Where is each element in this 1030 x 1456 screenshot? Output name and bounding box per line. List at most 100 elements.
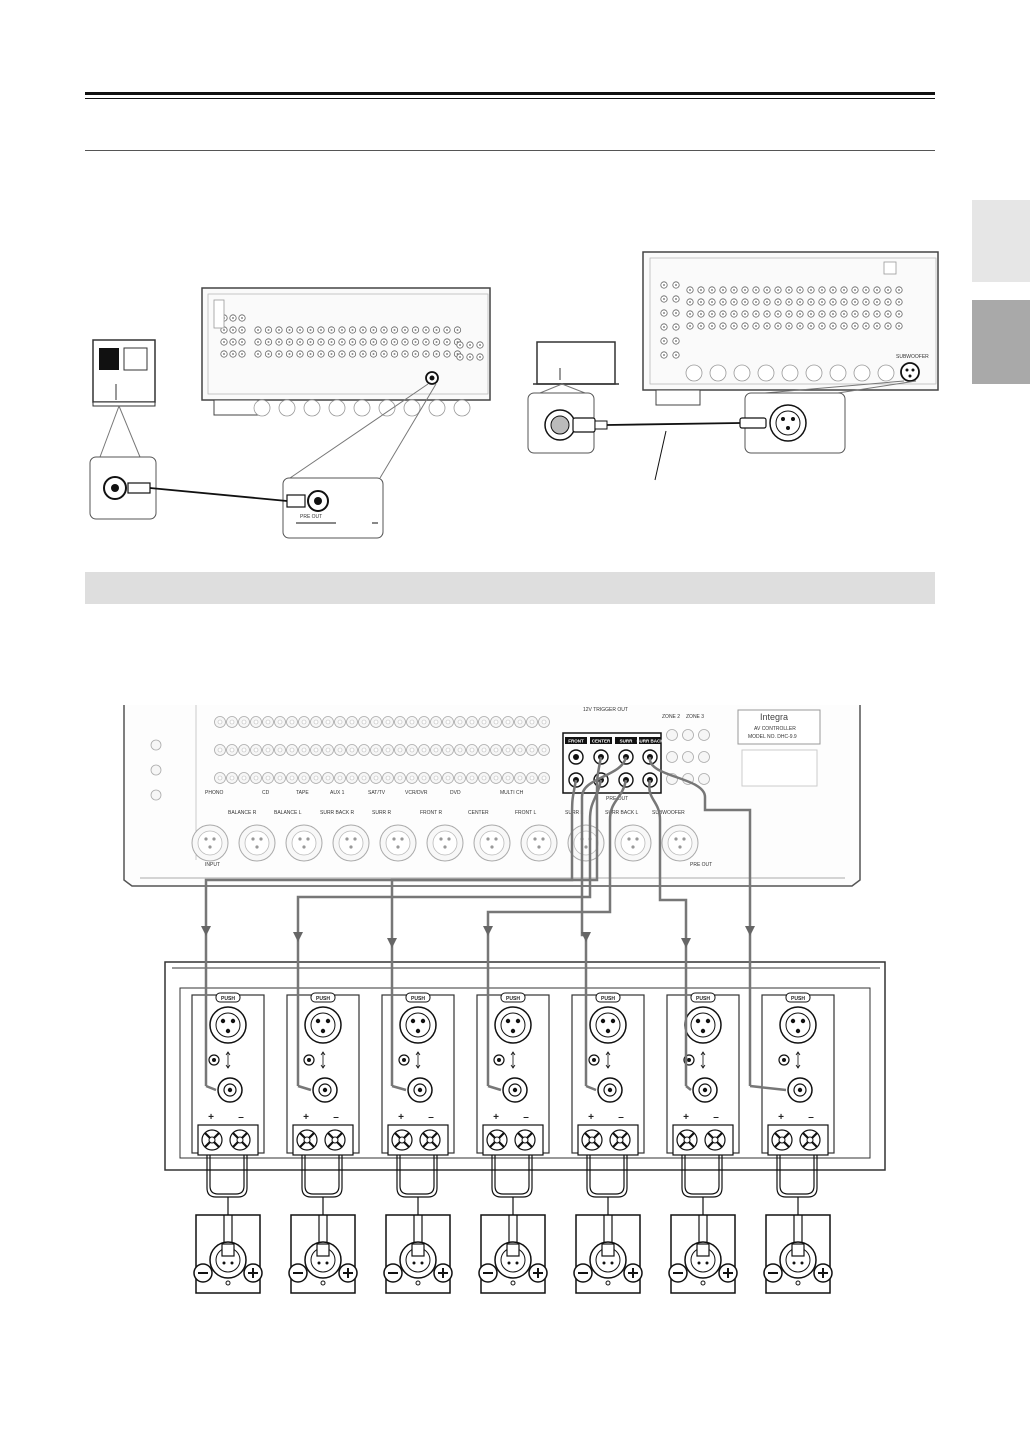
pre-out-header <box>590 737 612 744</box>
diagram-left-receiver: PRE OUT <box>89 287 491 539</box>
heading-underline <box>85 150 935 151</box>
right-subwoofer-label: SUBWOOFER <box>896 354 929 360</box>
panel-rca-jack <box>698 773 710 785</box>
model-line-1: AV CONTROLLER <box>754 726 796 732</box>
input-label-multich: MULTI CH <box>500 790 524 796</box>
zone2-label: ZONE 2 <box>662 714 680 720</box>
input-label-phono: PHONO <box>205 790 223 796</box>
cable-arrow <box>681 938 691 948</box>
push-label: PUSH <box>506 996 520 1002</box>
pre-out-column-label: CENTER <box>592 739 611 744</box>
input-label-vcrdvr: VCR/DVR <box>405 790 428 796</box>
plus-sign: + <box>493 1112 499 1123</box>
preout-section-label: PRE OUT <box>690 862 712 868</box>
receiver-xlr-jack <box>428 399 446 417</box>
push-button <box>595 992 621 1003</box>
amp-channel-6: PUSH+– <box>666 992 740 1198</box>
controller-xlr-jack <box>877 364 895 382</box>
plus-sign: + <box>683 1112 689 1123</box>
panel-jack <box>150 764 162 776</box>
minus-sign: – <box>428 1112 434 1123</box>
diagram-right-controller: SUBWOOFER <box>527 251 939 481</box>
amp-channel-1: PUSH+– <box>191 992 265 1198</box>
cable-arrow <box>201 926 211 936</box>
input-label-aux1: AUX 1 <box>330 790 345 796</box>
panel-rca-jack <box>666 751 678 763</box>
panel-rca-jack <box>698 751 710 763</box>
header-rule-thick <box>85 92 935 95</box>
amp-channel-5: PUSH+– <box>571 992 645 1198</box>
panel-rca-jack <box>698 729 710 741</box>
pre-out-header <box>615 737 637 744</box>
plus-sign: + <box>208 1112 214 1123</box>
panel-rca-jack <box>666 729 678 741</box>
cable-routing <box>201 756 787 1092</box>
receiver-xlr-jack <box>453 399 471 417</box>
section-heading-bar <box>85 572 935 604</box>
push-button <box>690 992 716 1003</box>
input-label-sattv: SAT/TV <box>368 790 386 796</box>
cable-5 <box>580 756 628 1086</box>
controller-xlr-jack <box>733 364 751 382</box>
cable-arrow <box>293 932 303 942</box>
receiver-xlr-jack <box>403 399 421 417</box>
power-amplifier: PUSH+–PUSH+–PUSH+–PUSH+–PUSH+–PUSH+–PUSH… <box>164 961 886 1198</box>
out-label-6: SURR BACK L <box>605 810 639 816</box>
controller-xlr-jack <box>781 364 799 382</box>
cable-3 <box>390 756 603 1086</box>
pre-out-column-label: SURR BACK <box>637 739 665 744</box>
push-label: PUSH <box>316 996 330 1002</box>
push-label: PUSH <box>696 996 710 1002</box>
receiver-xlr-jack <box>353 399 371 417</box>
panel-rca-jack <box>682 751 694 763</box>
out-label-3: CENTER <box>468 810 489 816</box>
out-label-0: SURR BACK R <box>320 810 355 816</box>
balance-r-label: BALANCE R <box>228 810 257 816</box>
plus-sign: + <box>778 1112 784 1123</box>
push-button <box>215 992 241 1003</box>
cable-arrow <box>745 926 755 936</box>
speaker-5 <box>573 1197 643 1294</box>
push-button <box>785 992 811 1003</box>
speaker-6 <box>668 1197 738 1294</box>
push-button <box>500 992 526 1003</box>
minus-sign: – <box>618 1112 624 1123</box>
panel-rca-jack <box>682 729 694 741</box>
out-label-7: SUBWOOFER <box>652 810 685 816</box>
controller-xlr-jack <box>829 364 847 382</box>
cable-2 <box>296 779 603 1086</box>
input-label-dvd: DVD <box>450 790 461 796</box>
receiver-xlr-jack <box>328 399 346 417</box>
controller-xlr-jack <box>805 364 823 382</box>
minus-sign: – <box>808 1112 814 1123</box>
speaker-terminal-block <box>482 1124 544 1156</box>
panel-jack <box>150 789 162 801</box>
panel-jack <box>150 739 162 751</box>
pre-out-column-label: FRONT <box>568 739 584 744</box>
pre-out-header <box>565 737 587 744</box>
controller-xlr-jack <box>685 364 703 382</box>
header-rule-thin <box>85 98 935 99</box>
input-section-label: INPUT <box>205 862 220 868</box>
cable-4 <box>486 779 628 1086</box>
push-label: PUSH <box>601 996 615 1002</box>
input-label-tape: TAPE <box>296 790 309 796</box>
speaker-1 <box>193 1197 263 1294</box>
plus-sign: + <box>303 1112 309 1123</box>
receiver-xlr-jack <box>253 399 271 417</box>
controller-xlr-jack <box>757 364 775 382</box>
model-line-2: MODEL NO. DHC-9.9 <box>748 734 797 740</box>
amp-channel-3: PUSH+– <box>381 992 455 1198</box>
out-label-5: SURR L <box>565 810 584 816</box>
cable-7 <box>648 756 752 1086</box>
out-label-2: FRONT R <box>420 810 443 816</box>
pre-out-header <box>639 737 661 744</box>
speaker-4 <box>478 1197 548 1294</box>
cable-1 <box>204 779 578 1086</box>
left-pre-out-label: PRE OUT <box>300 514 322 520</box>
speaker-2 <box>288 1197 358 1294</box>
pre-out-column-label: SURR <box>620 739 634 744</box>
balance-l-label: BALANCE L <box>274 810 302 816</box>
minus-sign: – <box>523 1112 529 1123</box>
